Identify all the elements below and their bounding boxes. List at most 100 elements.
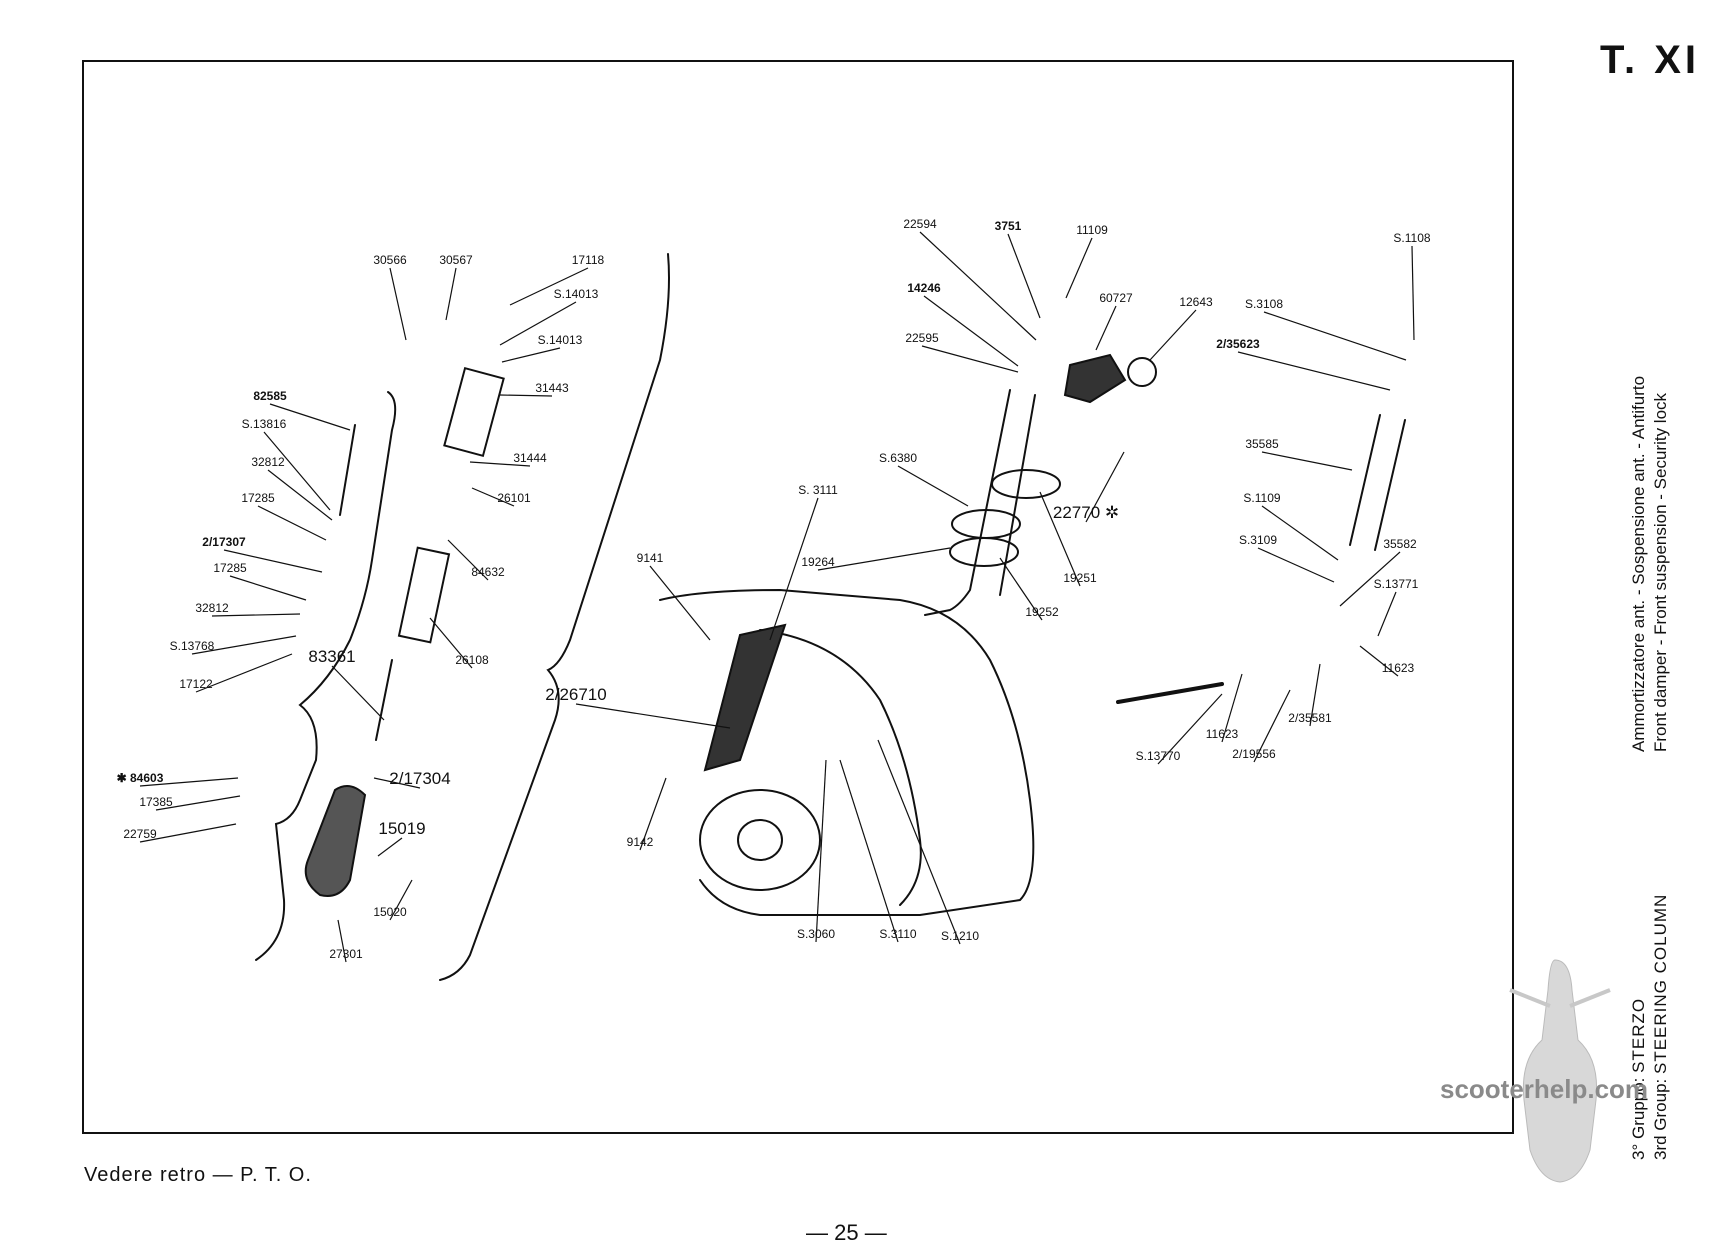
coil-spring [1349,414,1406,551]
part-label-17285a: 17285 [241,491,275,505]
part-label-31444: 31444 [513,451,547,465]
part-label-17122: 17122 [179,677,213,691]
leader-line-9141 [649,565,711,641]
part-label-32812b: 32812 [195,601,229,615]
part-label-s13770: S.13770 [1136,749,1181,763]
shock-body [304,785,367,897]
leader-line-84603 [139,777,239,787]
part-label-22770: 22770 ✲ [1053,503,1119,522]
group-value-italian: STERZO [1629,997,1648,1073]
leader-line-2_17304 [373,777,421,789]
leader-line-35582 [1339,551,1401,607]
leader-line-s3060 [815,759,827,943]
damper-rod-2 [375,659,393,741]
part-label-2_17307: 2/17307 [202,535,246,549]
steering-tube [924,389,1036,616]
leader-line-17285b [229,575,307,601]
group-block: 3° Gruppo: STERZO 3rd Group: STEERING CO… [1628,894,1672,1160]
part-label-2_17304: 2/17304 [389,769,450,788]
leader-line-83361 [331,665,385,721]
part-label-s13771: S.13771 [1374,577,1419,591]
brake-hub [699,789,821,891]
scooter-watermark-icon [1509,959,1611,1183]
page-number: — 25 — [806,1220,887,1245]
plate-id: T. XI [1600,38,1701,82]
leader-line-s13770 [1157,693,1223,765]
part-label-32812a: 32812 [251,455,285,469]
leader-line-s1210 [877,739,961,945]
side-title-block: Ammortizzatore ant. - Sospensione ant. -… [1628,376,1672,752]
leader-line-s13768 [191,635,297,655]
leader-line-14246 [923,295,1019,367]
bearing-ring-3 [949,537,1019,567]
part-label-s3109: S.3109 [1239,533,1277,547]
leader-line-26108 [429,617,473,669]
part-label-2_26710: 2/26710 [545,685,606,704]
part-label-11109: 11109 [1076,223,1108,237]
part-label-11623a: 11623 [1382,661,1415,675]
part-label-19264: 19264 [801,555,835,569]
leader-line-17285a [257,505,327,541]
leader-line-26101 [471,487,515,507]
leader-line-s6380 [897,465,969,507]
lock-seal [1127,357,1157,387]
leader-line-22595 [921,345,1019,373]
part-label-26101: 26101 [497,491,531,505]
leader-line-s3111 [769,497,819,641]
leader-line-19252 [999,557,1043,621]
part-label-15020: 15020 [373,905,407,919]
leader-line-35585 [1261,451,1353,471]
fender-outline [659,588,1035,917]
part-label-s6380: S.6380 [879,451,917,465]
leader-line-22594 [919,231,1037,341]
part-label-s13816: S.13816 [242,417,287,431]
group-line-english: 3rd Group: STEERING COLUMN [1650,894,1672,1160]
part-label-22594: 22594 [903,217,937,231]
part-label-17285b: 17285 [213,561,247,575]
part-label-12643: 12643 [1179,295,1213,309]
part-label-2_19556: 2/19556 [1232,747,1276,761]
leader-line-11623b [1221,673,1243,743]
part-label-2_35581: 2/35581 [1288,711,1332,725]
part-label-60727: 60727 [1099,291,1133,305]
part-label-s3110: S.3110 [879,927,916,941]
leader-line-31444 [469,461,531,467]
part-label-14246: 14246 [907,281,941,295]
part-label-31443: 31443 [535,381,569,395]
leader-line-27301 [337,919,347,963]
leader-line-30566 [389,267,407,341]
fender-inner [759,629,922,906]
leader-line-s13771 [1377,591,1397,637]
leader-line-15020 [389,879,413,921]
part-label-s3060: S.3060 [797,927,835,941]
brace-right [439,253,670,981]
part-label-22759: 22759 [123,827,157,841]
leader-line-s14013b [501,347,561,363]
leader-line-82585 [269,403,351,431]
axle [1116,682,1224,704]
part-label-26108: 26108 [455,653,489,667]
leader-line-9142 [639,777,667,851]
leader-line-s13816 [263,431,331,511]
leader-line-2_35623 [1237,351,1391,391]
part-label-s1210: S.1210 [941,929,979,943]
part-label-11623b: 11623 [1206,727,1239,741]
part-label-17385: 17385 [139,795,173,809]
part-label-30567: 30567 [439,253,473,267]
part-label-35582: 35582 [1383,537,1417,551]
leader-line-s3109 [1257,547,1335,583]
leader-line-11109 [1065,237,1093,299]
leader-line-3751 [1007,233,1041,319]
part-label-27301: 27301 [329,947,363,961]
part-label-s3108: S.3108 [1245,297,1283,311]
part-label-35585: 35585 [1245,437,1279,451]
part-label-17118: 17118 [572,253,605,267]
damper-rod [339,424,356,516]
part-label-s14013a: S.14013 [554,287,599,301]
part-label-s13768: S.13768 [170,639,215,653]
part-label-2_35623: 2/35623 [1216,337,1260,351]
suspension-arm [703,623,787,772]
group-line-italian: 3° Gruppo: STERZO [1628,894,1650,1160]
leader-line-60727 [1095,305,1117,351]
part-label-15019: 15019 [378,819,425,838]
